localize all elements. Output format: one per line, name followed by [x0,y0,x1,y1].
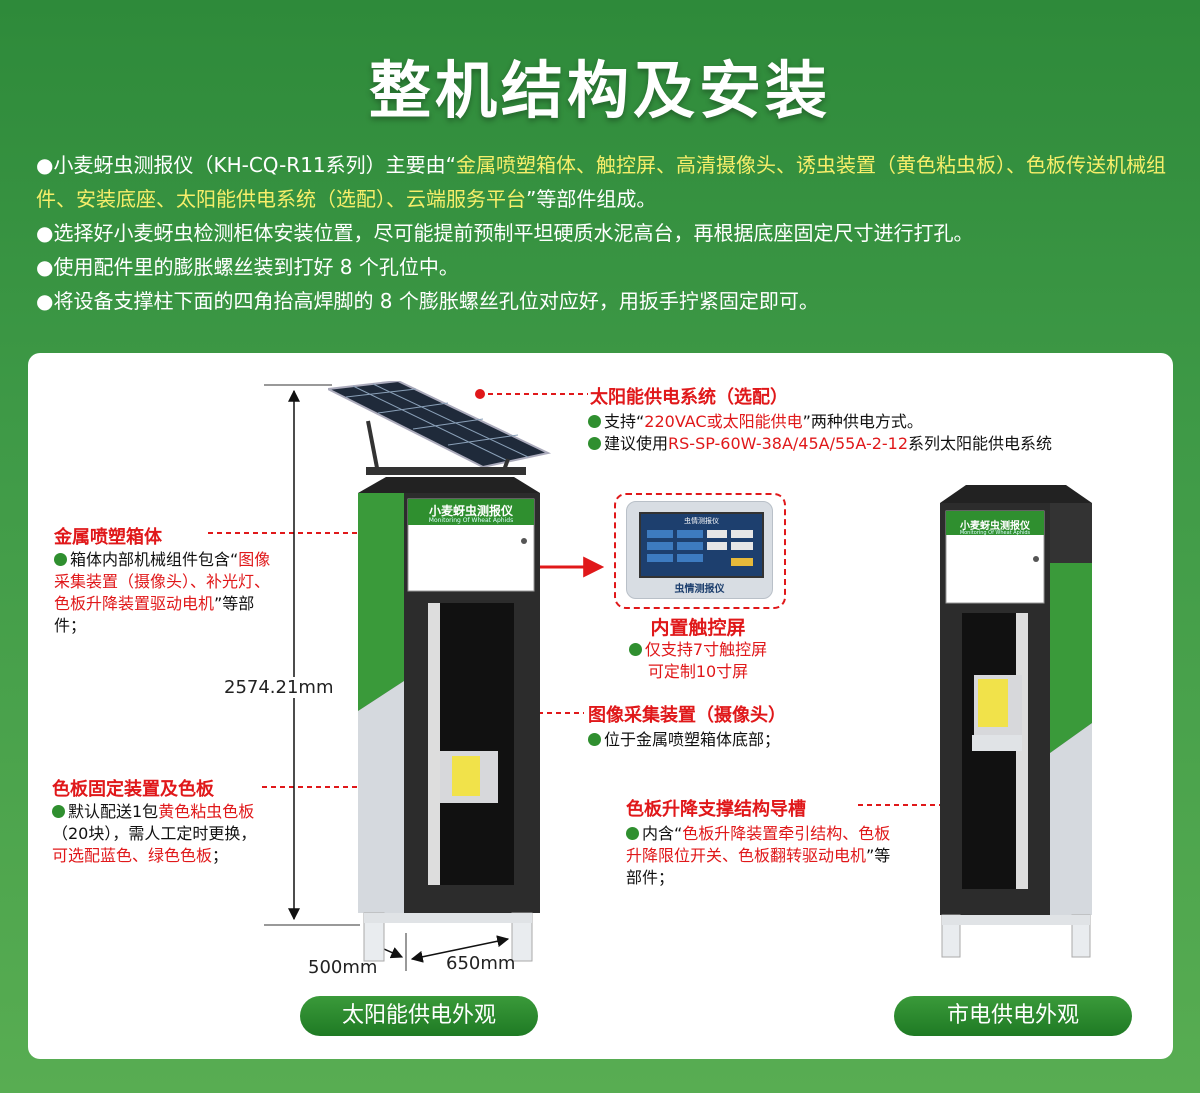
intro-line-1: ●小麦蚜虫测报仪（KH-CQ-R11系列）主要由“金属喷塑箱体、触控屏、高清摄像… [36,153,1167,211]
solar-device-panel-title: 小麦蚜虫测报仪 [428,504,513,518]
height-dimension: 2574.21mm [224,677,334,698]
mains-device-panel-title: 小麦蚜虫测报仪 [960,521,1030,532]
touchscreen-callout [614,493,786,609]
intro-line-2: ●选择好小麦蚜虫检测柜体安装位置，尽可能提前预制平坦硬质水泥高台，再根据底座固定… [36,221,974,245]
guide-desc: 内含“色板升降装置牵引结构、色板升降限位开关、色板翻转驱动电机”等部件； [626,824,891,887]
bullet-icon [628,643,642,656]
bullet-icon [588,415,601,428]
solar-device-illustration [328,381,552,962]
bullet-icon [54,553,67,566]
width-dimension: 650mm [446,953,516,974]
bullet-icon [52,805,65,818]
touchscreen-bezel: 虫情测报仪 虫情测报仪 [626,501,773,599]
mains-device-illustration [940,485,1092,958]
solar-heading: 太阳能供电系统（选配） [590,387,788,408]
bullet-icon [626,827,639,840]
intro-line-4: ●将设备支撑柱下面的四角抬高焊脚的 8 个膨胀螺丝孔位对应好，用扳手拧紧固定即可… [36,289,819,313]
screen-heading: 内置触控屏 [650,617,746,639]
bullet-icon [588,437,601,450]
board-heading: 色板固定装置及色板 [52,779,214,800]
touchscreen-display: 虫情测报仪 [639,512,764,578]
screen-desc: 仅支持7寸触控屏 可定制10寸屏 [594,639,802,683]
touchscreen-brand: 虫情测报仪 [674,584,725,595]
touchscreen-title: 虫情测报仪 [684,517,719,525]
bullet-icon [588,733,601,746]
solar-device-panel-sub: Monitoring Of Wheat Aphids [428,517,514,524]
page-title: 整机结构及安装 [368,54,831,127]
solar-look-label: 太阳能供电外观 [300,996,538,1036]
camera-desc: 位于金属喷塑箱体底部； [588,729,780,751]
solar-desc: 支持“220VAC或太阳能供电”两种供电方式。 建议使用RS-SP-60W-38… [588,411,1058,455]
intro-text: ●小麦蚜虫测报仪（KH-CQ-R11系列）主要由“金属喷塑箱体、触控屏、高清摄像… [36,148,1176,318]
camera-heading: 图像采集装置（摄像头） [588,705,786,726]
guide-heading: 色板升降支撑结构导槽 [626,799,806,820]
box-desc: 箱体内部机械组件包含“图像采集装置（摄像头）、补光灯、色板升降装置驱动电机”等部… [54,550,271,635]
board-desc: 默认配送1包黄色粘虫色板（20块），需人工定时更换，可选配蓝色、绿色色板； [52,802,257,865]
mains-device-panel-sub: Monitoring Of Wheat Aphids [959,530,1031,536]
diagram-card: 小麦蚜虫测报仪 Monitoring Of Wheat Aphids 小麦蚜虫测… [28,353,1173,1059]
touchscreen-ui-blocks [647,530,755,570]
box-heading: 金属喷塑箱体 [54,527,162,548]
depth-dimension: 500mm [308,957,378,978]
mains-look-label: 市电供电外观 [894,996,1132,1036]
intro-line-3: ●使用配件里的膨胀螺丝装到打好 8 个孔位中。 [36,255,459,279]
